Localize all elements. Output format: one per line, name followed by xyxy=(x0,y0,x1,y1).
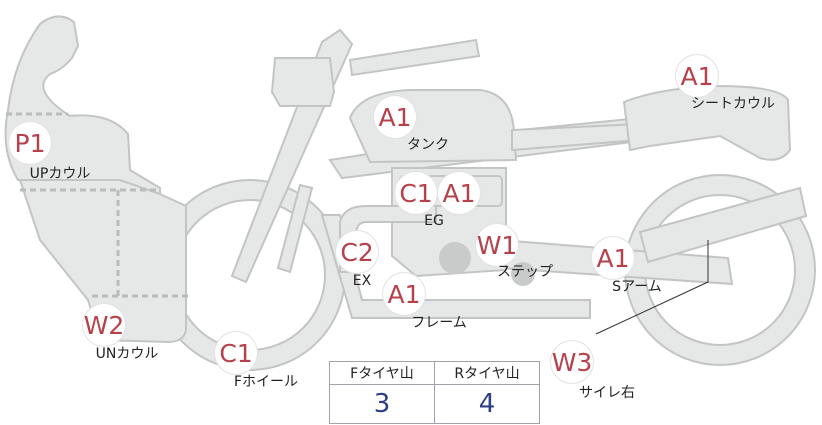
badge-a1-tank[interactable]: A1 xyxy=(374,96,416,138)
badge-p1-upcowl[interactable]: P1 xyxy=(9,122,51,164)
step-hub xyxy=(511,262,535,286)
upper-cowl xyxy=(4,15,161,210)
label-ex: EX xyxy=(352,273,372,289)
label-tank: タンク xyxy=(407,137,449,153)
badge-w2-uncowl[interactable]: W2 xyxy=(83,304,125,346)
label-step: ステップ xyxy=(497,264,553,280)
frame-downtube xyxy=(276,183,314,274)
cowl-seam-lower xyxy=(20,188,190,298)
w3-leader-line xyxy=(595,240,709,335)
front-tire-value: 3 xyxy=(329,384,435,424)
label-frame: フレーム xyxy=(411,315,467,331)
badge-a1-frame[interactable]: A1 xyxy=(383,273,425,315)
badge-c2-ex[interactable]: C2 xyxy=(336,231,378,273)
label-sarm: Sアーム xyxy=(612,279,662,295)
label-sidewall: サイレ右 xyxy=(579,385,635,401)
engine-cover xyxy=(439,242,471,274)
rear-shock xyxy=(638,186,808,264)
label-fwheel: Fホイール xyxy=(233,374,299,390)
badge-c1-fwheel[interactable]: C1 xyxy=(215,332,257,374)
label-uncowl: UNカウル xyxy=(95,346,159,362)
rear-tire-header: Rタイヤ山 xyxy=(434,361,540,385)
badge-w1-step[interactable]: W1 xyxy=(476,224,518,266)
label-seatcowl: シートカウル xyxy=(691,96,775,112)
badge-a1-eg[interactable]: A1 xyxy=(438,172,480,214)
headlight xyxy=(270,57,336,107)
rear-tire-value: 4 xyxy=(434,384,540,424)
badge-w3-sidewall[interactable]: W3 xyxy=(551,341,593,383)
label-upcowl: UPカウル xyxy=(29,166,91,182)
handlebar xyxy=(348,38,481,77)
badge-a1-seatcowl[interactable]: A1 xyxy=(676,55,718,97)
badge-c1-eg[interactable]: C1 xyxy=(395,172,437,214)
seat-cowl xyxy=(622,84,792,161)
badge-a1-sarm[interactable]: A1 xyxy=(592,237,634,279)
tire-tread-table: Fタイヤ山 Rタイヤ山 3 4 xyxy=(329,361,540,424)
frame-lower xyxy=(320,214,591,319)
label-eg: EG xyxy=(424,213,444,229)
front-tire-header: Fタイヤ山 xyxy=(329,361,435,385)
